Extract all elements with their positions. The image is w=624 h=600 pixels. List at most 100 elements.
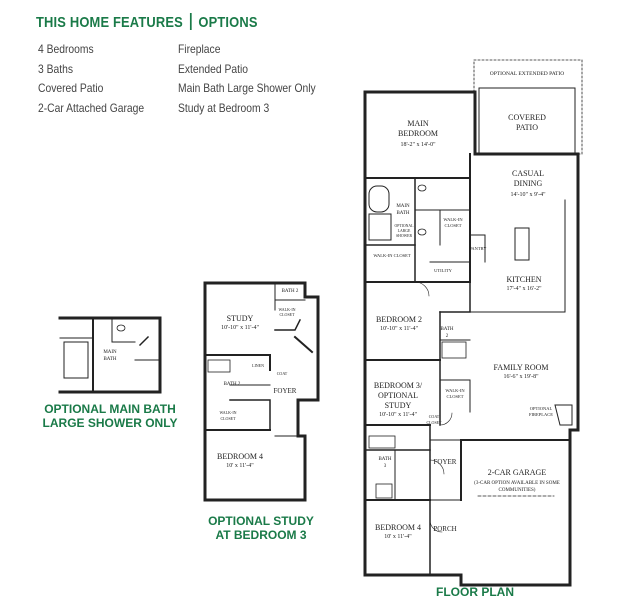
label-study-bedroom4-dim: 10' x 11'-4" [226, 463, 254, 469]
label-main-bath: BATH [396, 211, 409, 216]
label-walkin-closet: WALK-IN [443, 217, 463, 222]
caption-optional-shower: OPTIONAL MAIN BATH LARGE SHOWER ONLY [40, 402, 180, 430]
label-casual-dining: DINING [514, 179, 543, 188]
label-study-walkin: WALK-IN [278, 307, 295, 312]
caption-floor-plan: FLOOR PLAN [436, 585, 514, 599]
wall [111, 317, 136, 343]
wall [439, 379, 471, 413]
label-coat-closet: CLOSET [426, 420, 442, 425]
label-main-bedroom: BEDROOM [398, 129, 438, 138]
label-study-bath2b: BATH 2 [224, 382, 241, 387]
label-study-walkin: CLOSET [279, 312, 295, 317]
shower-outer-wall [58, 316, 162, 394]
label-coat-closet: COAT [429, 414, 440, 419]
feature-item: Covered Patio [38, 81, 104, 95]
kitchen-counter [479, 199, 566, 313]
caption-optional-study: OPTIONAL STUDY AT BEDROOM 3 [196, 514, 326, 542]
feature-item: 3 Baths [38, 61, 74, 76]
options-list: Fireplace Extended Patio Main Bath Large… [178, 40, 316, 118]
label-optional-fireplace: FIREPLACE [529, 412, 553, 417]
outer-wall [363, 90, 580, 587]
label-optional-shower: OPTIONAL [395, 224, 415, 228]
bath3-vanity [375, 483, 393, 499]
label-study-walkin-b: WALK-IN [219, 410, 236, 415]
bath3-tub [368, 435, 396, 449]
label-covered-patio: PATIO [516, 123, 538, 132]
caption-line: AT BEDROOM 3 [215, 528, 307, 542]
tub [207, 359, 231, 373]
page-header: THIS HOME FEATURES OPTIONS [36, 13, 258, 31]
label-bedroom-3: STUDY [385, 401, 412, 410]
label-kitchen-dim: 17'-4" x 16'-2" [506, 286, 542, 292]
label-family-room-dim: 16'-6" x 19'-8" [503, 374, 539, 380]
option-item: Study at Bedroom 3 [178, 100, 270, 115]
features-list: 4 Bedrooms 3 Baths Covered Patio 2-Car A… [38, 40, 144, 118]
label-study-dim: 10'-10" x 11'-4" [221, 325, 259, 331]
wall [439, 281, 471, 313]
label-bath-2: 2 [446, 334, 449, 339]
label-bedroom-3: BEDROOM 3/ [374, 381, 423, 390]
caption-line: OPTIONAL MAIN BATH [44, 402, 176, 416]
option-item: Fireplace [178, 42, 221, 56]
label-kitchen: KITCHEN [506, 275, 541, 284]
label-bedroom-3: OPTIONAL [378, 391, 418, 400]
label-porch: PORCH [433, 525, 456, 533]
sink [417, 184, 427, 192]
label-main-bath: MAIN [396, 204, 410, 209]
large-shower [63, 341, 89, 379]
wall [229, 399, 271, 431]
option-item: Extended Patio [178, 61, 249, 76]
label-optional-fireplace: OPTIONAL [530, 406, 553, 411]
optional-study-plan [203, 281, 320, 502]
label-optional-shower: SHOWER [396, 234, 412, 238]
label-bedroom-4-dim: 10' x 11'-4" [384, 534, 412, 540]
features-title: THIS HOME FEATURES [36, 14, 183, 31]
options-title: OPTIONS [198, 14, 258, 31]
wall [469, 234, 486, 263]
label-bath-3: 3 [384, 464, 387, 469]
sink [116, 324, 126, 332]
label-bedroom-3-dim: 10'-10" x 11'-4" [379, 412, 417, 418]
label-foyer: FOYER [434, 458, 457, 466]
sink [417, 228, 427, 236]
feature-item: 2-Car Attached Garage [38, 100, 145, 115]
label-walkin-closet: CLOSET [444, 223, 461, 228]
label-casual-dining-dim: 14'-10" x 9'-4" [510, 192, 546, 198]
label-garage-note: (3-CAR OPTION AVAILABLE IN SOME [474, 481, 560, 486]
label-covered-patio: COVERED [508, 113, 546, 122]
door-angled [138, 335, 150, 347]
label-shower-main-bath: MAIN [103, 350, 117, 355]
label-walkin-closet: WALK-IN [445, 388, 465, 393]
kitchen-island [514, 227, 530, 261]
label-optional-shower: LARGE [398, 229, 411, 233]
study-outer-wall [203, 281, 320, 502]
caption-line: OPTIONAL STUDY [208, 514, 314, 528]
shower [368, 213, 392, 241]
label-bedroom-2-dim: 10'-10" x 11'-4" [380, 326, 418, 332]
label-bath-3: BATH [378, 457, 391, 462]
label-study-walkin-b: CLOSET [220, 416, 236, 421]
door-swing [429, 459, 445, 475]
label-bath-2: BATH [440, 327, 453, 332]
label-family-room: FAMILY ROOM [494, 363, 549, 372]
header-divider [189, 13, 192, 30]
fireplace [554, 404, 573, 426]
option-item: Main Bath Large Shower Only [178, 81, 316, 95]
door-swing [414, 281, 430, 297]
main-floor-plan [363, 59, 583, 587]
feature-item: 4 Bedrooms [38, 42, 94, 56]
label-main-bedroom-dim: 18'-2" x 14'-0" [400, 142, 436, 148]
door-swing [439, 412, 453, 426]
label-garage-note: COMMUNITIES) [499, 488, 536, 493]
door-swing [429, 519, 443, 533]
label-main-bedroom: MAIN [407, 119, 429, 128]
bathtub [368, 185, 390, 213]
label-study-coat: COAT [277, 371, 288, 376]
caption-line: LARGE SHOWER ONLY [42, 416, 178, 430]
label-garage: 2-CAR GARAGE [488, 468, 547, 477]
door-angled [293, 335, 314, 354]
label-walkin-closet: CLOSET [446, 394, 463, 399]
bath2-tub [441, 341, 467, 359]
wall [274, 318, 302, 331]
